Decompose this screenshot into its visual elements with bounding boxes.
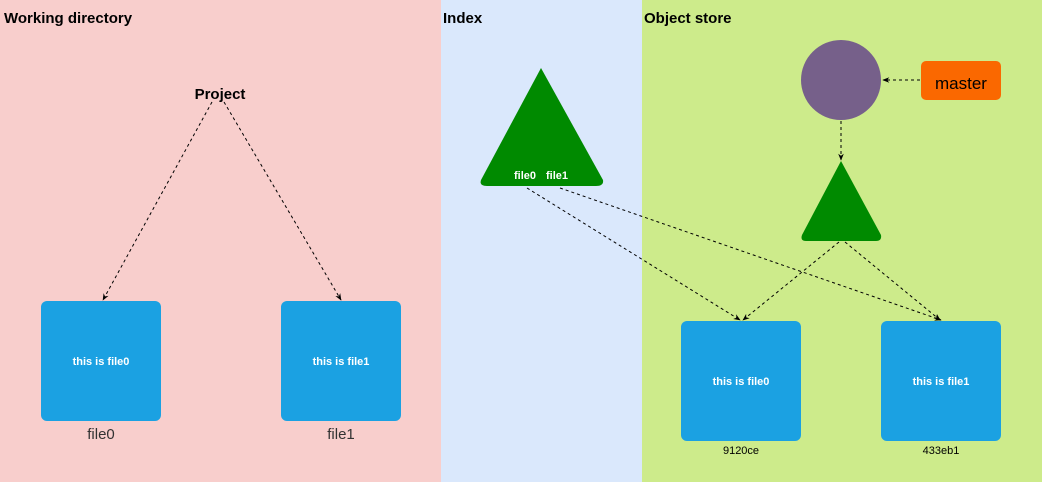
- working-file1-caption: file1: [327, 426, 355, 443]
- object-tree: [801, 161, 882, 241]
- edge-tree-to-blob1: [844, 241, 941, 321]
- edge-tree-to-blob0: [742, 241, 840, 321]
- object-store-title: Object store: [644, 10, 732, 27]
- object-blob0-content: this is file0: [713, 376, 770, 388]
- index-title: Index: [443, 10, 483, 27]
- object-blob1-hash: 433eb1: [923, 445, 960, 457]
- master-ref-label: master: [935, 74, 987, 93]
- commit-node: [801, 40, 881, 120]
- index-tree: file0 file1: [480, 68, 604, 186]
- object-blob0-hash: 9120ce: [723, 445, 759, 457]
- edge-index-file1-to-blob: [559, 187, 942, 321]
- index-entry-file1: file1: [546, 170, 568, 182]
- object-blob-433eb1: this is file1: [881, 321, 1001, 441]
- edge-project-to-file0: [102, 101, 213, 301]
- working-file0-blob: this is file0: [41, 301, 161, 421]
- working-file1-blob: this is file1: [281, 301, 401, 421]
- project-label: Project: [195, 86, 246, 103]
- index-entry-file0: file0: [514, 170, 536, 182]
- working-file0-content: this is file0: [73, 356, 130, 368]
- master-ref: master: [921, 61, 1001, 100]
- working-directory-title: Working directory: [4, 10, 133, 27]
- working-file0-caption: file0: [87, 426, 115, 443]
- object-blob1-content: this is file1: [913, 376, 970, 388]
- working-file1-content: this is file1: [313, 356, 370, 368]
- object-blob-9120ce: this is file0: [681, 321, 801, 441]
- edge-project-to-file1: [223, 101, 342, 301]
